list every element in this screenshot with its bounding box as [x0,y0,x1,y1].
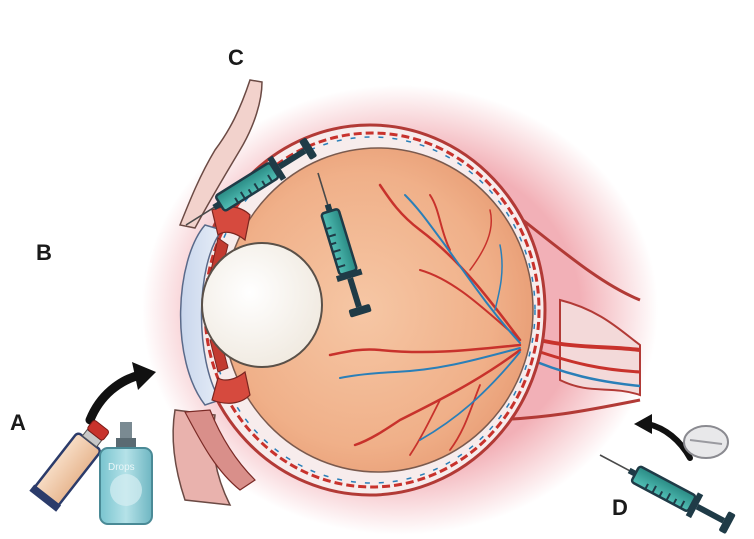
eye-drop-bottle-icon: Drops [100,422,152,524]
pill-icon [684,426,728,458]
label-b: B [36,240,52,265]
label-c: C [228,45,244,70]
topical-arrow [90,362,156,420]
oral-arrow [634,414,690,458]
bottle-label: Drops [108,462,135,473]
label-d: D [612,495,628,520]
label-a: A [10,410,26,435]
lens [202,243,322,367]
